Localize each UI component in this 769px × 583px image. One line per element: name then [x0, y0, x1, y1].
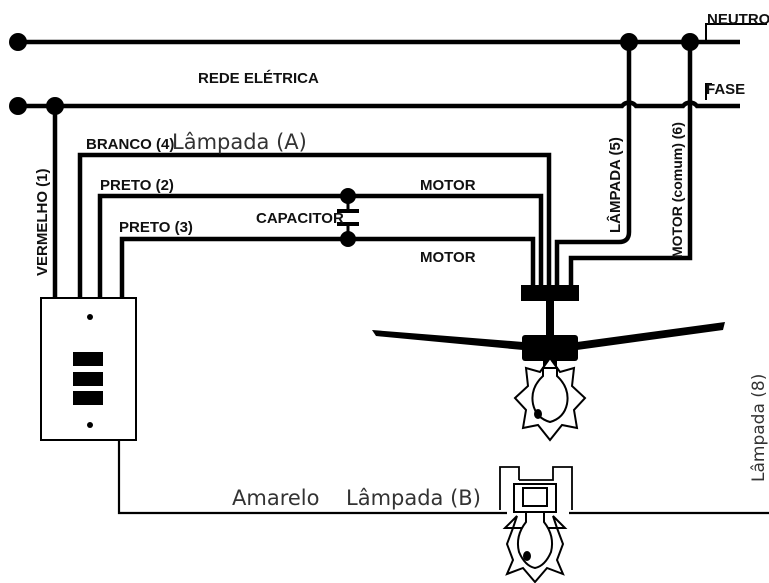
label-motor-top: MOTOR	[420, 177, 476, 194]
lamp-a	[513, 356, 587, 442]
label-preto-2: PRETO (2)	[100, 177, 174, 194]
label-fase: FASE	[706, 81, 745, 98]
wire-branco-4	[77, 152, 552, 300]
wall-switch[interactable]	[40, 297, 137, 441]
label-vermelho-1: VERMELHO (1)	[34, 168, 51, 276]
label-lampada-5: LÂMPADA (5)	[606, 137, 624, 233]
label-motor-bottom: MOTOR	[420, 249, 476, 266]
label-lampada-8: Lâmpada (8)	[749, 374, 769, 482]
wire-amarelo	[117, 440, 507, 515]
label-motor-comum-6: MOTOR (comum) (6)	[669, 122, 685, 258]
label-preto-3: PRETO (3)	[119, 219, 193, 236]
lamp-b	[499, 466, 573, 583]
wire-lampada-5	[554, 42, 632, 290]
wire-motor-6	[568, 42, 693, 290]
wire-preto-2	[97, 193, 544, 300]
label-capacitor: CAPACITOR	[256, 210, 344, 227]
label-neutro: NEUTRO	[707, 11, 769, 28]
label-rede-eletrica: REDE ELÉTRICA	[198, 70, 319, 87]
wire-preto-3	[119, 236, 536, 300]
ceiling-fan	[372, 285, 725, 369]
label-lampada-b: Lâmpada (B)	[346, 486, 481, 510]
label-lampada-a: Lâmpada (A)	[172, 130, 307, 154]
capacitor	[337, 188, 359, 247]
label-amarelo: Amarelo	[232, 486, 319, 510]
neutral-line	[9, 23, 767, 51]
label-branco-4: BRANCO (4)	[86, 136, 174, 153]
